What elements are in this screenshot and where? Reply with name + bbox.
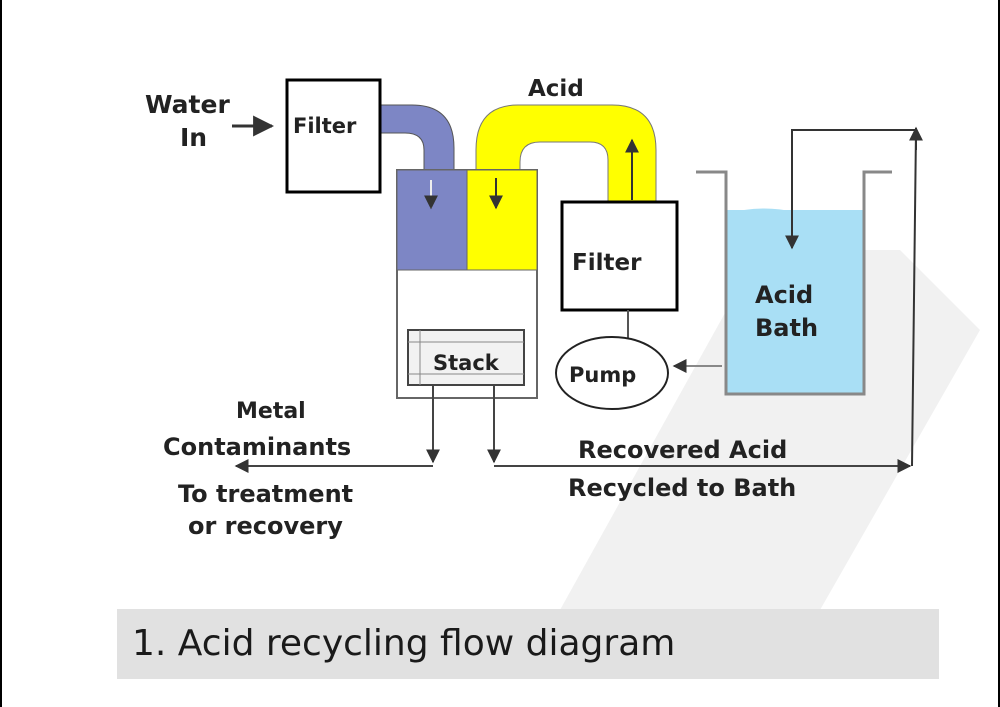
label-recovered-acid: Recovered Acid: [578, 436, 787, 464]
label-recycled-to-bath: Recycled to Bath: [568, 474, 796, 502]
unit-acid-compartment: [466, 169, 538, 271]
label-metal: Metal: [236, 399, 306, 424]
water-pipe: [379, 104, 455, 171]
acid-bath-tank-walls: [696, 170, 892, 396]
right-filter-box: [560, 200, 679, 312]
figure-caption: 1. Acid recycling flow diagram: [132, 623, 676, 664]
label-acid: Acid: [528, 76, 584, 102]
label-filter-right: Filter: [572, 250, 642, 276]
background-arrow-watermark: [560, 250, 980, 610]
acid-bath-wave: [726, 208, 864, 222]
label-treatment-1: To treatment: [178, 480, 353, 508]
label-acid-bath-1: Acid: [755, 281, 813, 309]
top-filter-box: [285, 78, 382, 194]
label-filter-top: Filter: [293, 114, 357, 138]
label-acid-bath-2: Bath: [755, 314, 818, 342]
label-contaminants: Contaminants: [163, 433, 351, 461]
label-stack: Stack: [433, 351, 500, 375]
label-water-in-1: Water: [145, 90, 230, 119]
stack-box: [407, 329, 525, 386]
caption-bar: [117, 609, 939, 679]
label-water-in-2: In: [180, 123, 207, 152]
label-pump: Pump: [569, 363, 636, 387]
return-line-top: [785, 129, 918, 467]
label-treatment-2: or recovery: [188, 512, 343, 540]
pump-ellipse: [555, 336, 669, 410]
